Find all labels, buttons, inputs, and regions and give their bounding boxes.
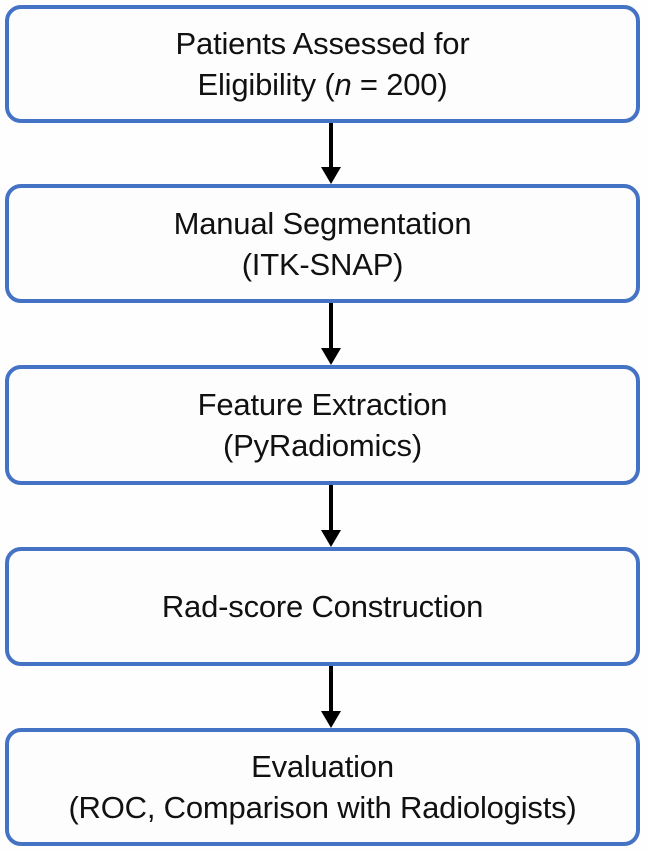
node-text-line-1: Patients Assessed for: [175, 26, 470, 61]
arrow-head: [321, 167, 341, 184]
node-text-line-2: (PyRadiomics): [223, 428, 422, 463]
arrow-shaft: [329, 123, 333, 167]
node-text-line-2: (ITK-SNAP): [241, 246, 404, 282]
flow-node-patients-assessed: Patients Assessed for Eligibility (n = 2…: [5, 5, 640, 123]
down-arrow-icon-1: [321, 123, 341, 184]
sample-size-symbol: n: [334, 67, 352, 102]
arrow-head: [321, 711, 341, 728]
down-arrow-icon-3: [321, 485, 341, 547]
node-text-line-2: (ROC, Comparison with Radiologists): [68, 790, 577, 825]
node-text-line-1: Feature Extraction: [197, 387, 448, 422]
flow-node-evaluation: Evaluation (ROC, Comparison with Radiolo…: [5, 728, 640, 846]
arrow-shaft: [329, 666, 333, 711]
arrow-shaft: [329, 485, 333, 530]
down-arrow-icon-4: [321, 666, 341, 728]
arrow-head: [321, 348, 341, 365]
node-text-line-2: Eligibility (n = 200): [198, 64, 448, 105]
flow-node-manual-segmentation: Manual Segmentation (ITK-SNAP): [5, 184, 640, 303]
arrow-head: [321, 530, 341, 547]
node-text-line-1: Rad-score Construction: [161, 589, 484, 624]
down-arrow-icon-2: [321, 303, 341, 365]
sample-size-value: = 200): [351, 67, 448, 102]
flow-node-rad-score-construction: Rad-score Construction: [5, 547, 640, 666]
flow-node-feature-extraction: Feature Extraction (PyRadiomics): [5, 365, 640, 485]
arrow-shaft: [329, 303, 333, 348]
node-text-line-1: Manual Segmentation: [173, 205, 472, 241]
node-text-line-1: Evaluation: [251, 749, 394, 784]
eligibility-prefix: Eligibility (: [197, 67, 335, 102]
